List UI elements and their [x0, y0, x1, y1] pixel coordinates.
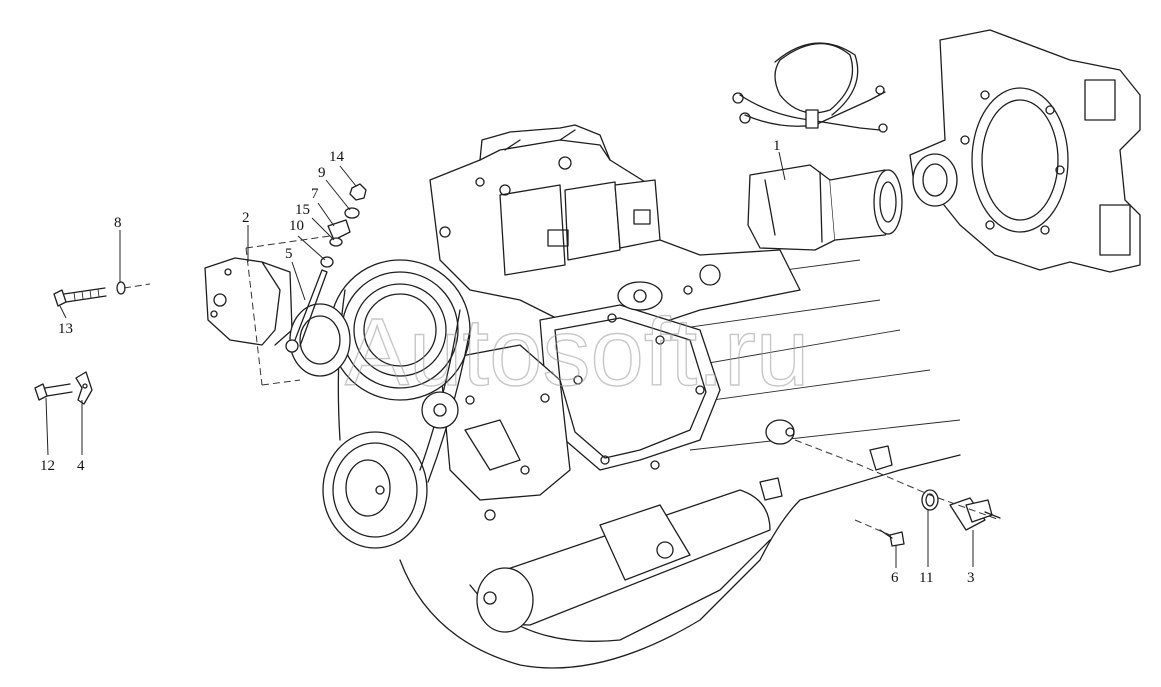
part-12-bolt [34, 383, 73, 401]
part-13-bolt [53, 287, 107, 307]
part-14-nut [349, 183, 367, 201]
flywheel-housing [909, 29, 1141, 273]
callout-13: 13 [58, 321, 73, 337]
part-8-washer [116, 281, 126, 295]
pulley-belt-assembly [322, 259, 471, 549]
callout-10: 10 [289, 218, 304, 234]
callout-6: 6 [891, 570, 899, 586]
part-5-alternator [285, 269, 351, 377]
small-fittings-right [759, 419, 893, 501]
part-3-sensor [949, 497, 1001, 531]
part-11-washer [921, 489, 939, 511]
callout-5: 5 [285, 246, 293, 262]
part-1-starter-motor [732, 42, 903, 251]
oil-filter [476, 489, 771, 633]
callout-14: 14 [329, 149, 345, 165]
part-15-washer [329, 237, 343, 247]
part-4-clip [75, 371, 93, 405]
callout-7: 7 [311, 186, 319, 202]
engine-block [429, 124, 801, 521]
watermark-text: Autosoft.ru [345, 299, 809, 406]
callout-2: 2 [242, 210, 250, 226]
part-9-washer [344, 207, 360, 219]
leader-lines [45, 151, 974, 568]
callout-11: 11 [919, 570, 933, 586]
callout-labels: 1 2 3 4 5 6 7 8 9 10 11 12 13 14 15 [40, 138, 975, 586]
callout-4: 4 [77, 458, 85, 474]
callout-3: 3 [967, 570, 975, 586]
callout-8: 8 [114, 215, 122, 231]
callout-1: 1 [773, 138, 781, 154]
assembly-lines [123, 235, 1001, 536]
part-6-bolt [879, 529, 905, 547]
callout-12: 12 [40, 458, 55, 474]
callout-15: 15 [295, 202, 310, 218]
callout-9: 9 [318, 165, 326, 181]
part-2-alternator-bracket [204, 257, 293, 346]
